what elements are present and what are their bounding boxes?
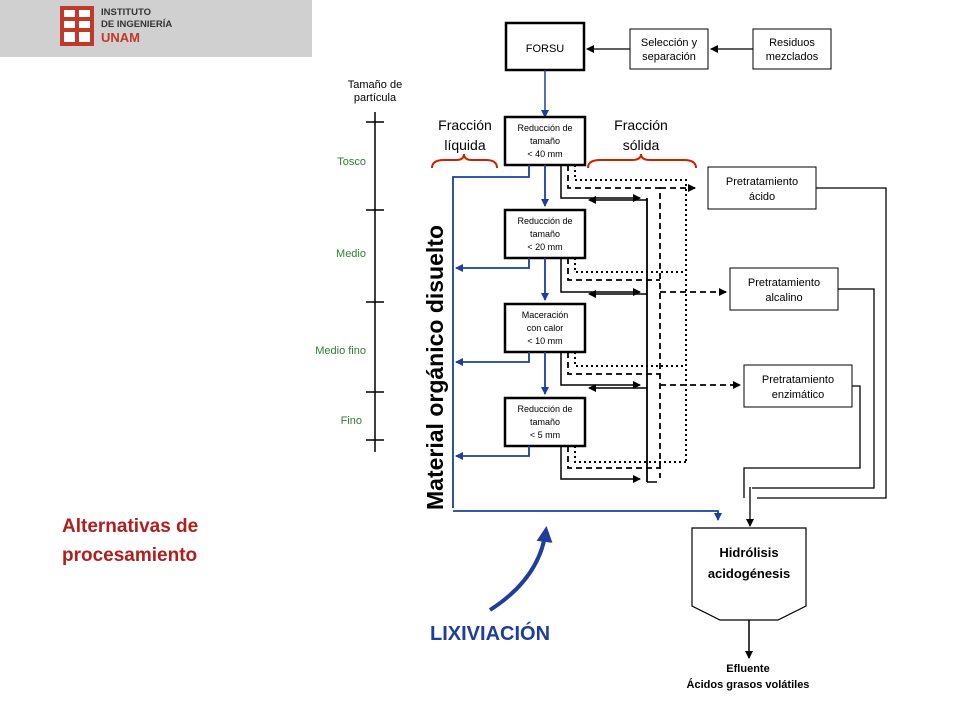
step4-line2: tamaño [530,417,560,427]
pre-alcalino-line2: alcalino [765,292,802,304]
scale-level-medio: Medio [336,248,366,260]
step2-line1: Reducción de [517,216,572,226]
residuos-box [752,28,832,70]
brace-solida [587,153,697,169]
hidrolisis-vessel: Hidrólisis acidogénesis [691,527,807,621]
step2-line3: < 20 mm [527,242,562,252]
efluente-line2: Ácidos grasos volátiles [687,678,810,691]
step-box-5mm: Reducción de tamaño < 5 mm [503,396,587,448]
step4-line1: Reducción de [517,404,572,414]
scale-level-tosco: Tosco [337,156,366,168]
scale-heading-line2: partícula [354,92,397,104]
brace-liquida [431,153,498,169]
lixiviacion-arrow-icon [488,526,553,612]
step-box-20mm: Reducción de tamaño < 20 mm [503,208,587,260]
pre-enzimatico-line2: enzimático [772,389,825,401]
dotted-flows [574,165,687,463]
particle-size-scale: Tamaño de partícula Tosco Medio Medio fi… [315,79,402,452]
scale-level-fino: Fino [341,415,362,427]
black-solid-flows [560,165,657,483]
pretratamiento-enzimatico-box: Pretratamiento enzimático [743,364,853,408]
step3-line2: con calor [527,323,564,333]
step-box-10mm: Maceración con calor < 10 mm [503,302,587,354]
step-box-40mm: Reducción de tamaño < 40 mm [503,115,587,167]
hidrolisis-line2: acidogénesis [708,566,790,581]
pretratamiento-alcalino-box: Pretratamiento alcalino [729,267,839,311]
efluente-line1: Efluente [726,663,769,675]
step2-line2: tamaño [530,229,560,239]
pretratamiento-acido-box: Pretratamiento ácido [707,166,817,210]
pre-acido-line2: ácido [749,191,775,203]
seleccion-line1: Selección y [641,37,698,49]
pre-alcalino-line1: Pretratamiento [748,277,820,289]
header-band [0,0,312,57]
slide-title-line1: Alternativas de [62,516,198,537]
unam-logo-icon [60,6,94,46]
logo-line3: UNAM [101,30,140,45]
dashed-flows [567,165,741,478]
seleccion-box [629,28,709,70]
fraccion-solida-line1: Fracción [614,117,668,133]
slide-title-line2: procesamiento [62,545,197,566]
step1-line2: tamaño [530,136,560,146]
header-logo: INSTITUTO DE INGENIERÍA UNAM [0,0,312,57]
fraccion-liquida-line1: Fracción [438,117,492,133]
material-organico-label: Material orgánico disuelto [422,225,448,510]
lixiviacion-label: LIXIVIACIÓN [430,621,550,645]
pre-enzimatico-line1: Pretratamiento [762,374,834,386]
step3-line1: Maceración [522,310,569,320]
hidrolisis-line1: Hidrólisis [719,545,778,560]
step4-line3: < 5 mm [530,430,560,440]
logo-line1: INSTITUTO [101,7,151,18]
blue-liquid-flows [452,165,722,521]
forsu-box [504,21,586,72]
fraccion-solida-line2: sólida [623,137,660,153]
fraccion-liquida-line2: líquida [444,137,485,153]
step1-line3: < 40 mm [527,149,562,159]
pre-acido-line1: Pretratamiento [726,176,798,188]
logo-line2: DE INGENIERÍA [101,19,172,30]
residuos-line1: Residuos [769,37,815,49]
residuos-line2: mezclados [766,51,819,63]
forsu-label: FORSU [526,43,565,55]
step1-line1: Reducción de [517,123,572,133]
pretreatment-return-lines [743,187,887,527]
scale-heading-line1: Tamaño de [348,79,402,91]
scale-level-medio-fino: Medio fino [315,345,366,357]
step3-line3: < 10 mm [527,336,562,346]
seleccion-line2: separación [642,51,696,63]
